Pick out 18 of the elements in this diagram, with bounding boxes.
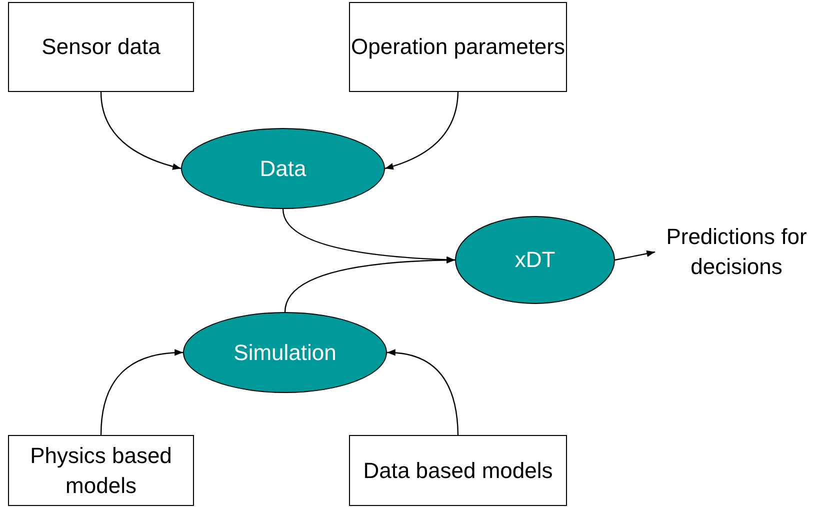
node-label: Sensor data bbox=[42, 33, 160, 61]
node-label: Data based models bbox=[363, 456, 553, 484]
arrow bbox=[614, 250, 656, 261]
node-label: Operation parameters bbox=[351, 33, 565, 61]
process-box bbox=[349, 435, 567, 506]
arrow bbox=[386, 350, 459, 436]
process-box bbox=[8, 2, 194, 92]
arrow bbox=[100, 92, 182, 170]
arrow bbox=[100, 349, 184, 436]
node-label: xDT bbox=[514, 246, 556, 274]
node-label: Predictions for decisions bbox=[665, 223, 808, 281]
process-box bbox=[8, 435, 194, 506]
node-label: Simulation bbox=[234, 338, 336, 366]
node-label: Physics based models bbox=[29, 442, 173, 500]
process-box bbox=[349, 2, 567, 92]
node-label: Data bbox=[260, 154, 306, 182]
arrow bbox=[284, 256, 456, 312]
arrow bbox=[384, 92, 459, 170]
